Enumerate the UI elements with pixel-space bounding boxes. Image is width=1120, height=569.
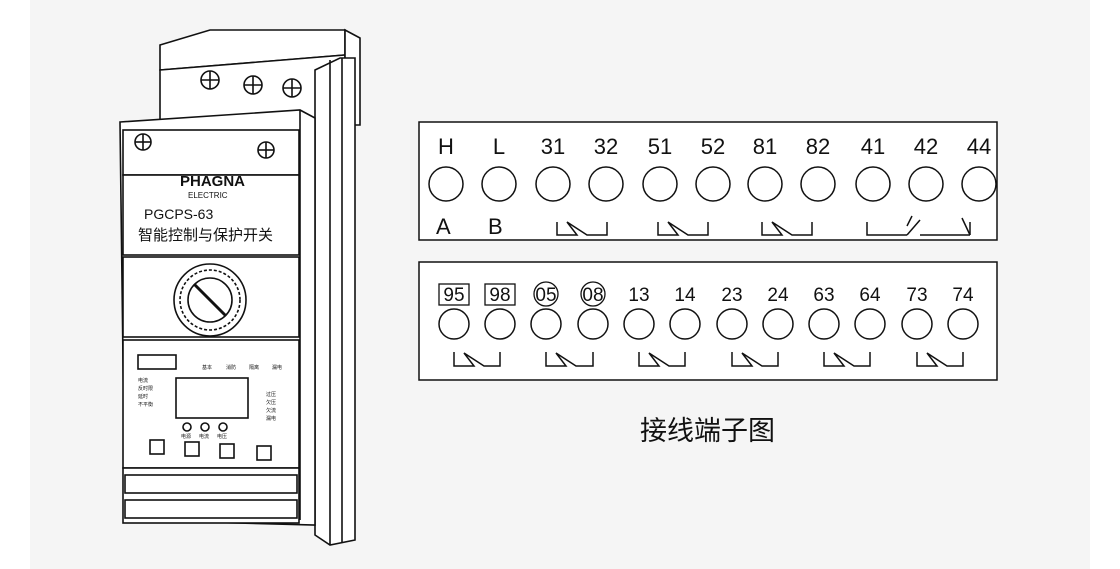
- svg-text:基本: 基本: [202, 364, 212, 371]
- terminal-screw-icon: [855, 166, 891, 202]
- terminal-screw-icon: [588, 166, 624, 202]
- terminal-screw-icon: [535, 166, 571, 202]
- terminal-screw-icon: [800, 166, 836, 202]
- terminal-labels-top: H L 31 32 51 52 81 82 41 42 44: [438, 134, 991, 159]
- contact-symbol: [453, 352, 501, 367]
- terminal-label-box: [484, 283, 516, 306]
- svg-text:不平衡: 不平衡: [138, 401, 153, 408]
- led-labels: 基本 消防 隔离 漏电: [202, 364, 282, 371]
- terminal-circles-top: [428, 166, 997, 202]
- terminal-screw-icon: [695, 166, 731, 202]
- svg-text:电源: 电源: [181, 433, 191, 440]
- contact-symbol: [916, 352, 964, 367]
- contact-symbols-bottom: [453, 352, 964, 367]
- svg-text:漏电: 漏电: [266, 415, 276, 422]
- terminal-label: 24: [767, 285, 789, 306]
- svg-text:欠压: 欠压: [266, 399, 276, 406]
- terminal-screw-icon: [484, 308, 516, 340]
- brand-logo: PHAGNA: [180, 173, 245, 190]
- terminal-screw-icon: [642, 166, 678, 202]
- terminal-label: 42: [914, 134, 938, 159]
- terminal-label: H: [438, 134, 454, 159]
- terminal-label-A: A: [436, 214, 451, 239]
- wiring-diagram: PHAGNA ELECTRIC PGCPS-63 智能控制与保护开关 基本 消防…: [119, 28, 998, 546]
- terminal-label-B: B: [488, 214, 503, 239]
- terminal-screw-icon: [901, 308, 933, 340]
- terminal-screw-icon: [747, 166, 783, 202]
- terminal-screw-icon: [577, 308, 609, 340]
- terminal-label: 44: [967, 134, 991, 159]
- svg-text:电压: 电压: [217, 433, 227, 440]
- terminal-label: 63: [813, 285, 834, 306]
- terminal-label: 23: [721, 285, 742, 306]
- terminal-label: 13: [628, 285, 649, 306]
- svg-text:电流: 电流: [199, 433, 209, 440]
- terminal-label: 73: [906, 285, 927, 306]
- terminal-label: 81: [753, 134, 777, 159]
- contact-symbol: [638, 352, 686, 367]
- terminal-label: 82: [806, 134, 830, 159]
- terminal-screw-icon: [428, 166, 464, 202]
- svg-text:反时限: 反时限: [138, 385, 153, 392]
- device-name-cn: 智能控制与保护开关: [138, 226, 273, 244]
- terminal-label: 95: [443, 285, 464, 306]
- terminal-label-ring: [580, 281, 606, 307]
- terminal-screw-icon: [808, 308, 840, 340]
- terminal-label: L: [493, 134, 505, 159]
- terminal-screw-icon: [438, 308, 470, 340]
- control-buttons: [149, 439, 272, 461]
- body-screw-icons: [134, 133, 275, 159]
- contact-symbols-top: [556, 215, 971, 236]
- terminal-screw-icon: [530, 308, 562, 340]
- terminal-label: 08: [582, 285, 603, 306]
- model-label: PGCPS-63: [144, 206, 213, 222]
- terminal-label: 32: [594, 134, 618, 159]
- terminal-label: 41: [861, 134, 885, 159]
- terminal-screw-icon: [947, 308, 979, 340]
- svg-text:欠流: 欠流: [266, 407, 276, 414]
- svg-text:消防: 消防: [226, 364, 236, 371]
- terminal-screw-icon: [762, 308, 794, 340]
- terminal-label: 51: [648, 134, 672, 159]
- contact-symbol: [823, 352, 871, 367]
- terminal-labels-bottom: 95 98 05 08 13 14 23 24 63 64 73 74: [438, 281, 974, 307]
- svg-text:隔离: 隔离: [249, 364, 259, 371]
- terminal-label-ring: [533, 281, 559, 307]
- rotary-knob-icon: [173, 263, 247, 337]
- diagram-caption: 接线端子图: [640, 416, 775, 447]
- left-indicators: 电流 反时限 延时 不平衡: [138, 377, 153, 408]
- svg-text:电流: 电流: [138, 377, 148, 384]
- meter-labels: 电源 电流 电压: [181, 433, 227, 440]
- svg-text:过压: 过压: [266, 391, 276, 398]
- svg-text:漏电: 漏电: [272, 364, 282, 371]
- terminal-label: 31: [541, 134, 565, 159]
- bottom-terminal-strip: [124, 474, 298, 519]
- terminal-screw-icon: [481, 166, 517, 202]
- brand-sub: ELECTRIC: [188, 191, 228, 200]
- terminal-screw-icon: [669, 308, 701, 340]
- contact-symbol: [545, 352, 594, 367]
- terminal-label: 64: [859, 285, 881, 306]
- right-indicators: 过压 欠压 欠流 漏电: [266, 391, 276, 422]
- terminal-label-box: [438, 283, 470, 306]
- terminal-label: 74: [952, 285, 974, 306]
- diagram-canvas: PHAGNA ELECTRIC PGCPS-63 智能控制与保护开关 基本 消防…: [30, 0, 1090, 569]
- top-screw-icons: [200, 70, 302, 98]
- contact-symbol: [731, 352, 779, 367]
- device-illustration: [119, 28, 361, 546]
- terminal-screw-icon: [854, 308, 886, 340]
- terminal-label: 05: [535, 285, 556, 306]
- terminal-screw-icon: [716, 308, 748, 340]
- terminal-screw-icon: [961, 166, 997, 202]
- terminal-screw-icon: [908, 166, 944, 202]
- svg-text:延时: 延时: [138, 393, 148, 400]
- terminal-screw-icon: [623, 308, 655, 340]
- terminal-label: 98: [489, 285, 510, 306]
- terminal-label: 14: [674, 285, 696, 306]
- terminal-label: 52: [701, 134, 725, 159]
- terminal-circles-bottom: [438, 308, 979, 340]
